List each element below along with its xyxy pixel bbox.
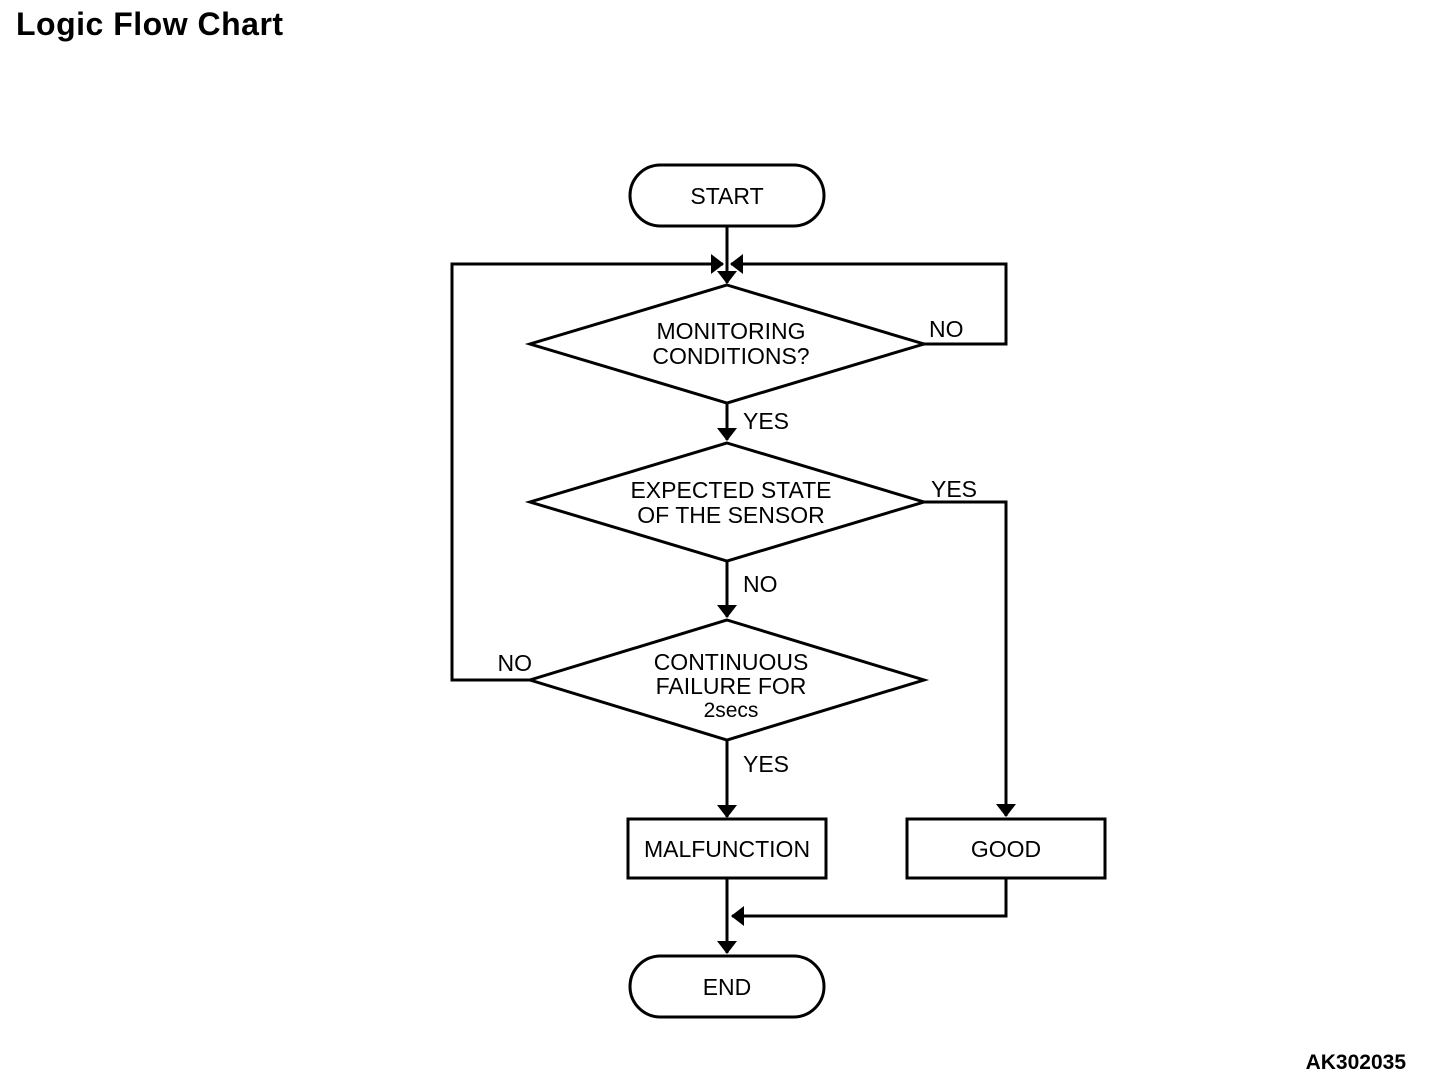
flowchart-edges <box>450 226 1016 954</box>
malfunction-node <box>626 817 828 880</box>
expected-no-label: NO <box>743 571 778 597</box>
continuous-failure-label-line3: 2secs <box>704 699 759 722</box>
continuous-no-label: NO <box>498 650 533 676</box>
flowchart-edge-labels: NO YES YES NO NO YES <box>498 316 978 777</box>
decision-expected-state <box>524 441 930 563</box>
figure-code: AK302035 <box>1305 1051 1406 1074</box>
malfunction-label: MALFUNCTION <box>644 836 810 862</box>
good-label: GOOD <box>971 836 1041 862</box>
page-title: Logic Flow Chart <box>16 6 284 42</box>
monitoring-conditions-label-line1: MONITORING <box>656 318 805 344</box>
continuous-yes-label: YES <box>743 751 789 777</box>
expected-yes-label: YES <box>931 476 977 502</box>
edge-continuous-no-return <box>450 254 724 682</box>
continuous-failure-label-line1: CONTINUOUS <box>654 649 809 675</box>
good-node <box>905 817 1107 880</box>
expected-state-label-line2: OF THE SENSOR <box>637 502 824 528</box>
monitoring-conditions-label-line2: CONDITIONS? <box>652 343 809 369</box>
expected-state-label-line1: EXPECTED STATE <box>630 477 831 503</box>
flowchart-nodes: START MONITORING CONDITIONS? EXPECTED ST… <box>524 163 1107 1019</box>
decision-continuous-failure <box>524 618 930 742</box>
end-node <box>628 954 826 1019</box>
end-label: END <box>703 974 752 1000</box>
start-label: START <box>690 183 763 209</box>
edge-expected-yes-to-good <box>924 500 1016 817</box>
edge-monitoring-no-return <box>730 254 1008 346</box>
continuous-failure-label-line2: FAILURE FOR <box>656 673 807 699</box>
edge-good-to-end-join <box>731 878 1008 926</box>
start-node <box>628 163 826 228</box>
monitoring-yes-label: YES <box>743 408 789 434</box>
monitoring-no-label: NO <box>929 316 964 342</box>
decision-monitoring-conditions <box>524 283 930 405</box>
